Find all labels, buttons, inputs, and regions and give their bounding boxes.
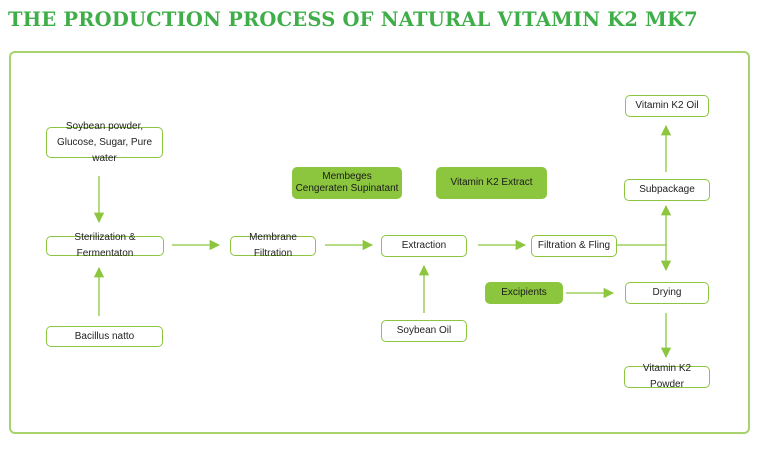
node-vitamin-k2-extract: Vitamin K2 Extract (436, 167, 547, 199)
node-soybean-oil: Soybean Oil (381, 320, 467, 342)
node-vitamin-k2-oil: Vitamin K2 Oil (625, 95, 709, 117)
node-extraction: Extraction (381, 235, 467, 257)
node-membrane-supernatant: Membeges Cengeraten Supinatant (292, 167, 402, 199)
node-bacillus-natto: Bacillus natto (46, 326, 163, 347)
node-drying: Drying (625, 282, 709, 304)
node-sterilization-fermentation: Sterilization & Fermentaton (46, 232, 164, 259)
node-raw-materials: Soybean powder, Glucose, Sugar, Pure wat… (46, 121, 163, 164)
node-filtration-filling: Filtration & Fling (531, 235, 617, 257)
node-membrane-filtration: Membrane Filtration (230, 232, 316, 259)
node-excipients: Excipients (485, 282, 563, 304)
node-subpackage: Subpackage (624, 179, 710, 201)
page-title: THE PRODUCTION PROCESS OF NATURAL VITAMI… (8, 8, 698, 31)
node-vitamin-k2-powder: Vitamin K2 Powder (624, 363, 710, 390)
diagram-frame (9, 51, 750, 434)
